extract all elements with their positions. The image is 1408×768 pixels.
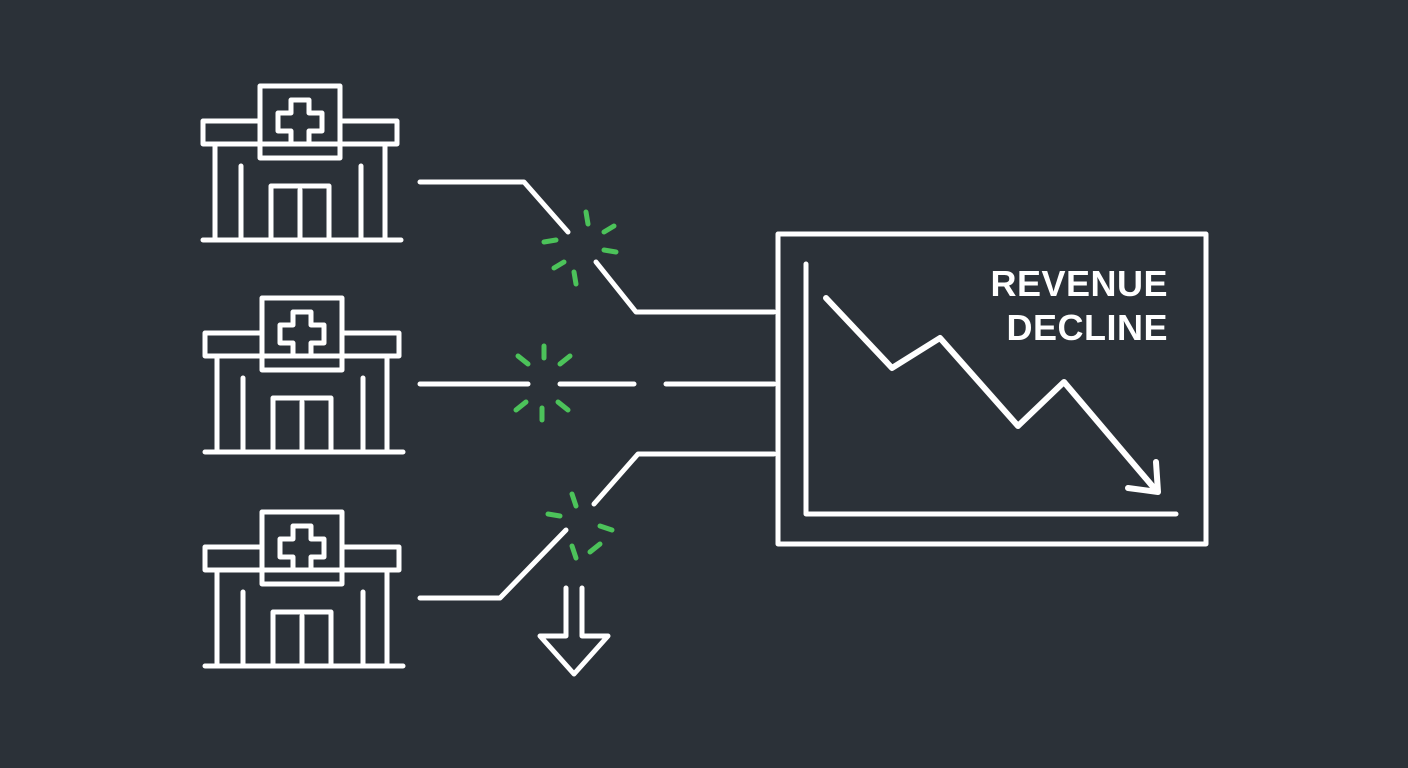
break-spark-icon: [545, 491, 615, 561]
chart-title-line-2: DECLINE: [1006, 307, 1168, 348]
chart-frame: [775, 231, 1209, 547]
chart-axes: [803, 261, 1179, 517]
break-spark-icon: [541, 209, 619, 287]
break-spark-icon: [513, 343, 573, 423]
connector-line-top: [417, 179, 777, 315]
hospital-icon: [205, 298, 403, 452]
down-arrow-icon: [537, 585, 611, 677]
revenue-chart-panel: REVENUE DECLINE: [775, 231, 1209, 547]
decline-trend-line: [823, 295, 1157, 491]
hospital-icon: [203, 86, 401, 240]
hospital-icon: [205, 512, 403, 666]
chart-title-line-1: REVENUE: [990, 263, 1168, 304]
connector-line-bottom: [417, 451, 777, 601]
trend-arrow-head: [1125, 459, 1161, 495]
